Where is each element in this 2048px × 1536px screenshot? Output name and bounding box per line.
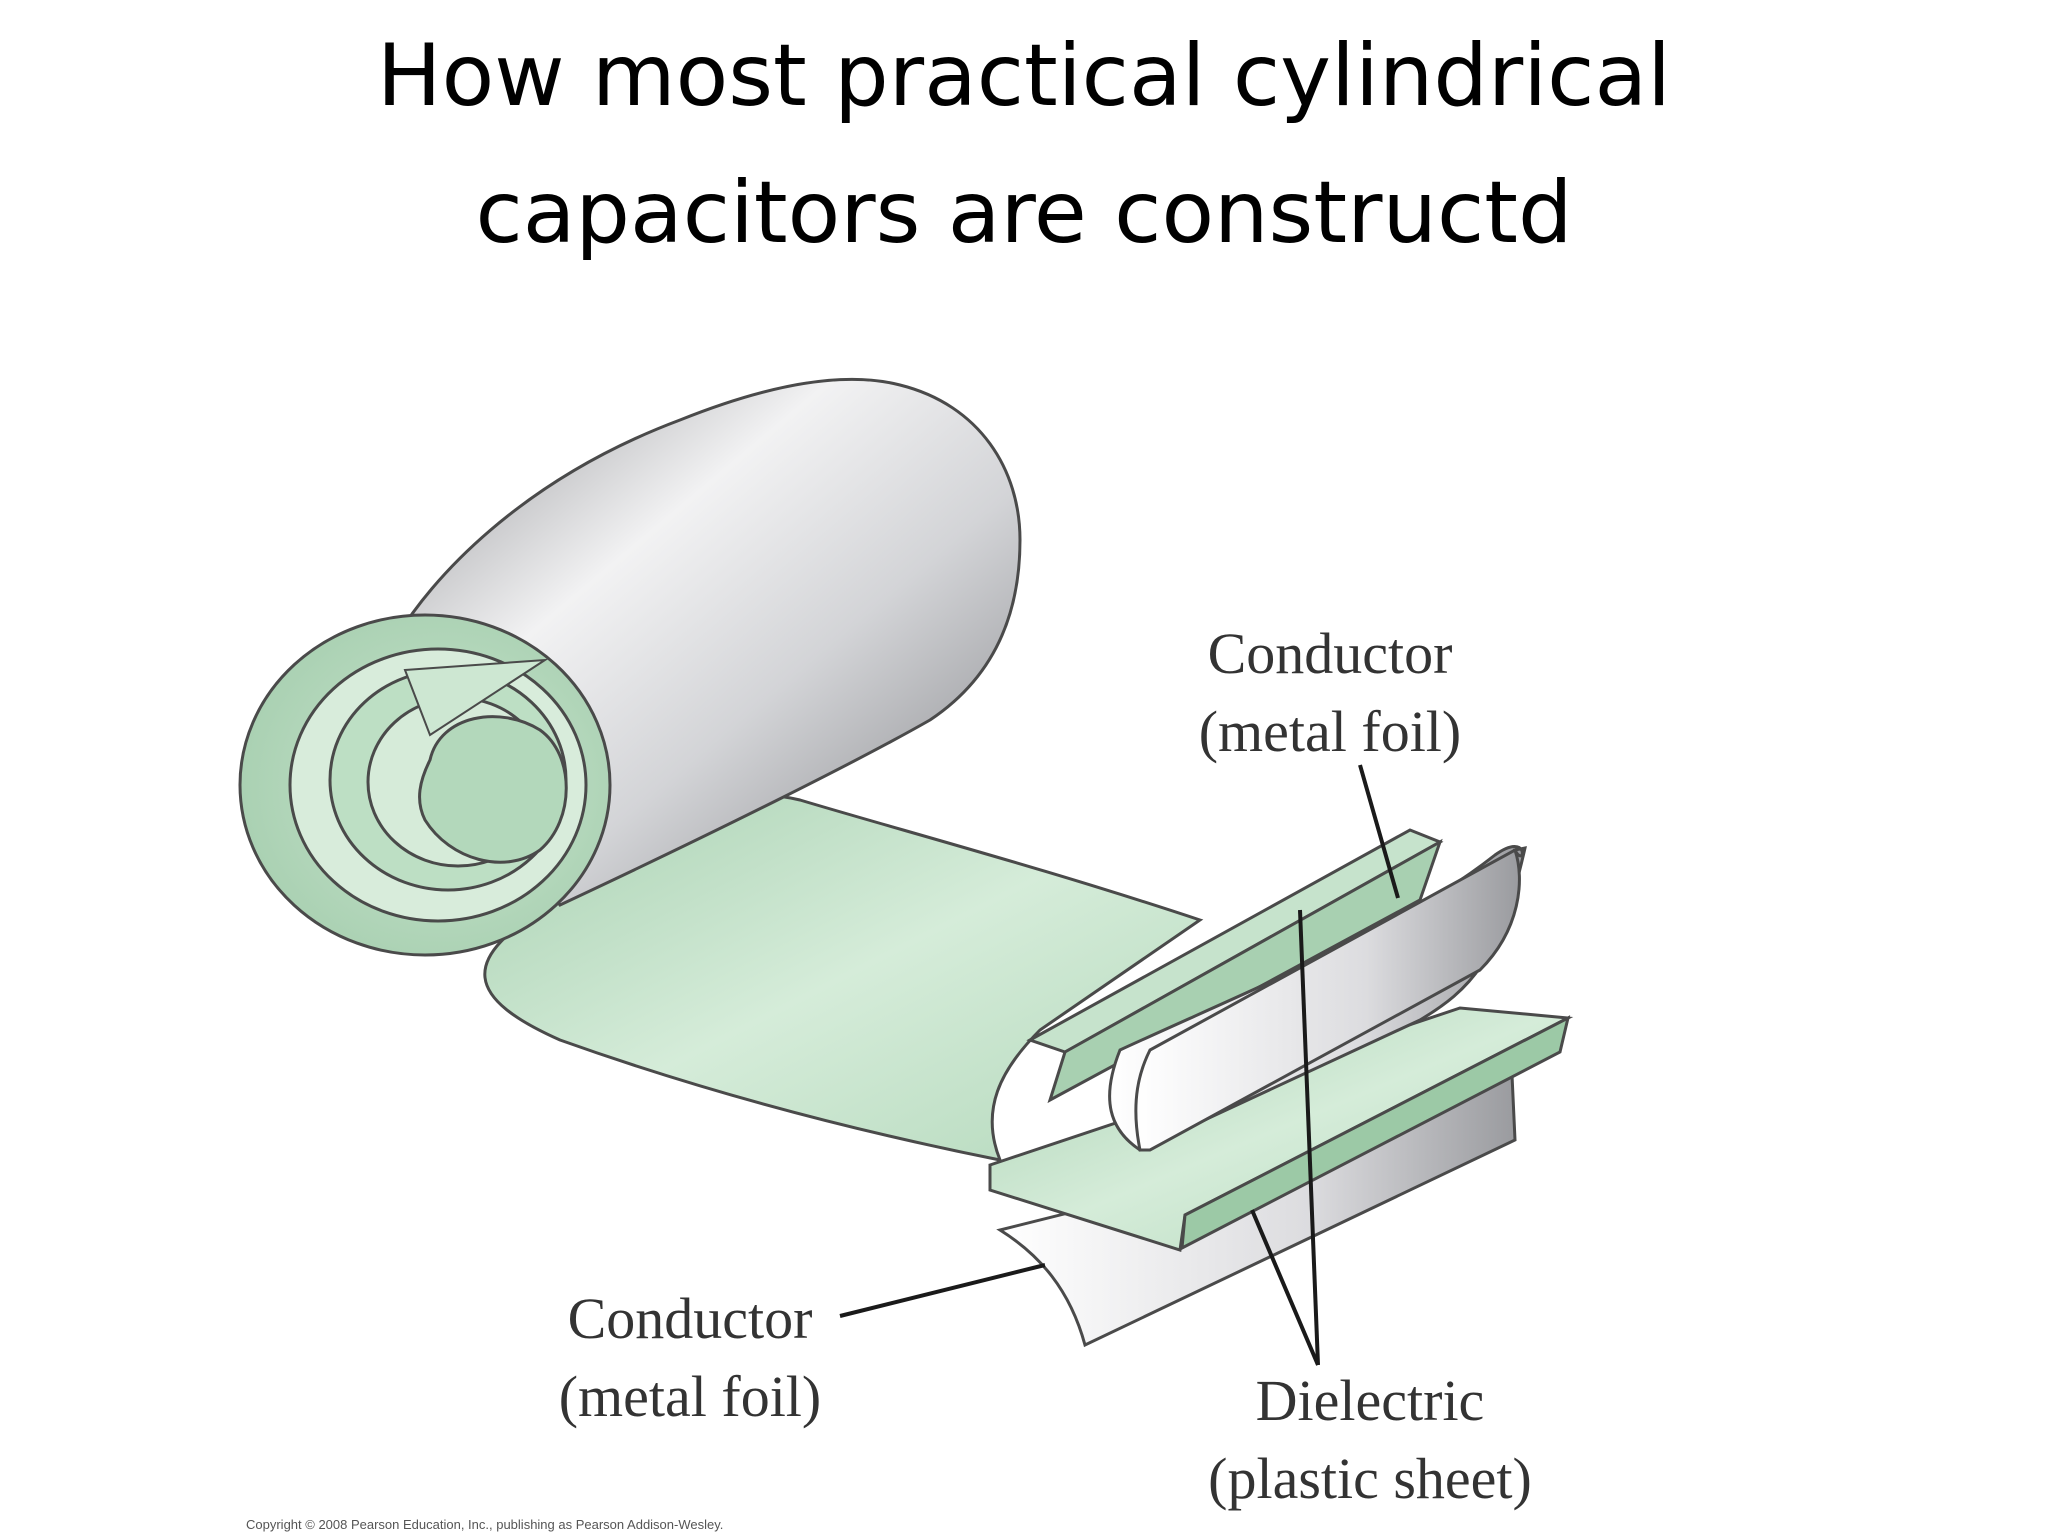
bottom-dielectric-edge	[1180, 1015, 1571, 1251]
label-conductor-bottom-line-2: (metal foil)	[558, 1364, 822, 1429]
label-dielectric: Dielectric (plastic sheet)	[1160, 1362, 1580, 1518]
slide-title: How most practical cylindrical capacitor…	[0, 8, 2048, 282]
label-conductor-bottom: Conductor (metal foil)	[520, 1280, 860, 1436]
label-dielectric-line-1: Dielectric	[1255, 1368, 1485, 1433]
leader-dielectric-lower	[1250, 1209, 1320, 1366]
copyright-notice: Copyright © 2008 Pearson Education, Inc.…	[246, 1517, 724, 1532]
label-conductor-top: Conductor (metal foil)	[1160, 615, 1500, 771]
leader-conductor-bottom	[839, 1263, 1046, 1318]
leader-conductor-top	[1358, 764, 1400, 899]
slide-title-line-1: How most practical cylindrical	[376, 26, 1672, 126]
roll-inner-sheet-end	[403, 658, 549, 737]
label-conductor-bottom-line-1: Conductor	[567, 1286, 813, 1351]
label-conductor-top-line-2: (metal foil)	[1198, 699, 1462, 764]
leader-dielectric-upper	[1298, 909, 1320, 1366]
slide-title-line-2: capacitors are constructd	[475, 163, 1573, 263]
upper-metal-foil-curl	[1134, 847, 1521, 1152]
roll-core	[418, 715, 568, 864]
label-dielectric-line-2: (plastic sheet)	[1208, 1446, 1532, 1511]
label-conductor-top-line-1: Conductor	[1207, 621, 1453, 686]
upper-dielectric-strip-face	[1047, 838, 1443, 1104]
